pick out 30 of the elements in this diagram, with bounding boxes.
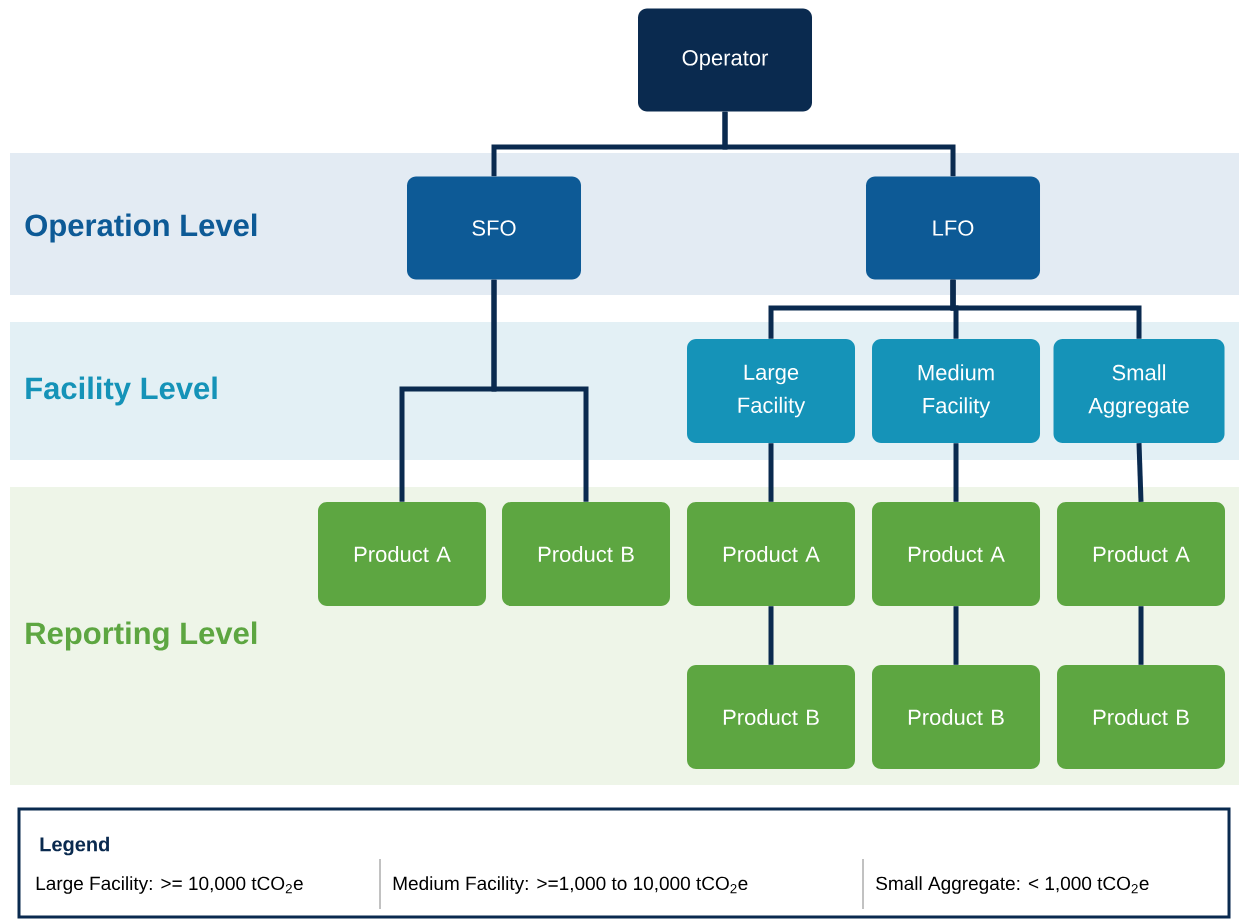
connector-line [768,606,774,665]
connector-line [722,111,956,177]
org-box: Product A [687,502,855,606]
connector-line [491,279,589,502]
org-box: Large Facility [687,339,855,443]
org-box: Medium Facility [872,339,1040,443]
legend-entry: Medium Facility: >=1,000 to 10,000 tCO$_{2}$e [393,876,748,894]
org-box: Product B [502,502,670,606]
org-box: Product B [687,665,855,769]
org-box: Product B [872,665,1040,769]
connector-line [1136,443,1144,502]
org-box: Operator [638,8,812,112]
org-box: LFO [866,176,1040,280]
legend-entry: Small Aggregate: < 1,000 tCO$_{2}$e [876,876,1149,894]
org-box: Product A [1057,502,1225,606]
legend-entry: Large Facility: >= 10,000 tCO$_{2}$e [36,876,303,894]
connector-line [1138,606,1144,665]
legend-heading: Legend [40,836,109,856]
level-label: Operation Level [25,213,257,243]
org-box: SFO [407,176,581,280]
connector-line [953,443,959,502]
org-box: Product B [1057,665,1225,769]
level-label: Facility Level [26,376,217,406]
connector-line [950,279,1142,339]
connector-line [768,443,774,502]
connector-line [953,606,959,665]
org-box: Product A [872,502,1040,606]
org-box: Small Aggregate [1053,339,1225,443]
level-label: Reporting Level [26,621,257,651]
org-box: Product A [318,502,486,606]
